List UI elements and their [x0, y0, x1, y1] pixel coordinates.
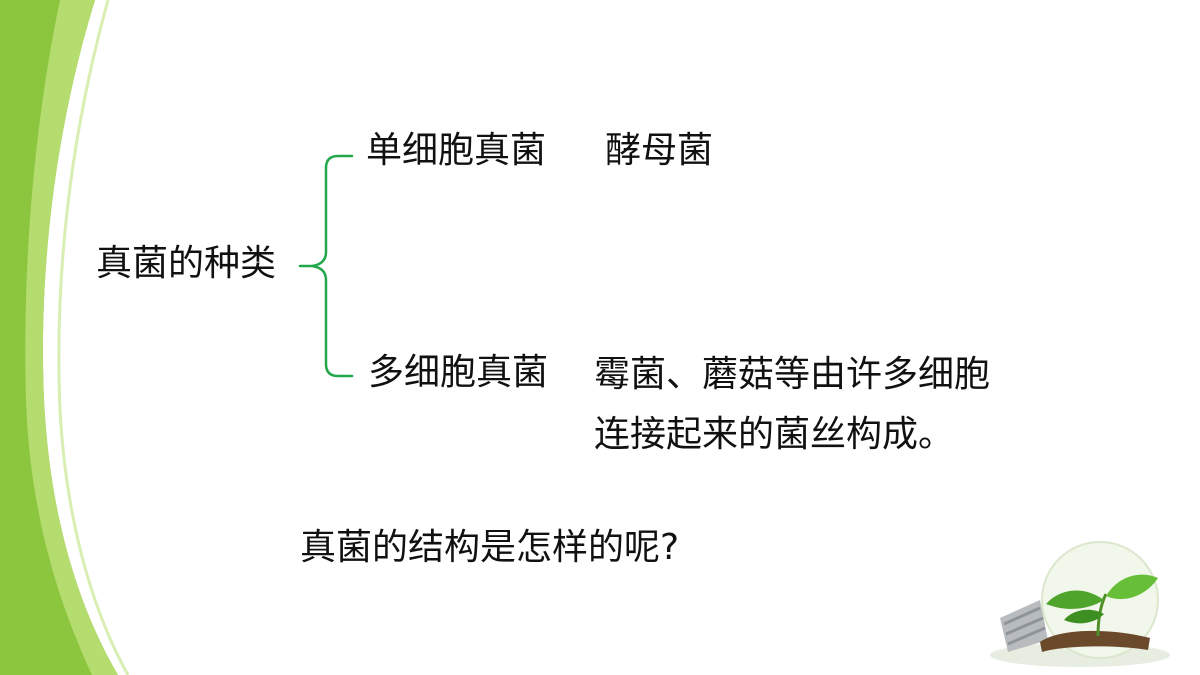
question-text: 真菌的结构是怎样的呢?	[300, 527, 680, 568]
lightbulb-sprout-icon	[990, 541, 1170, 667]
left-green-swoosh	[0, 0, 118, 675]
left-white-curve-line	[57, 0, 130, 675]
tree-bracket	[298, 154, 354, 378]
left-green-swoosh-light	[25, 0, 118, 675]
branch-desc-multicellular-line-2: 连接起来的菌丝构成。	[594, 414, 955, 455]
branch-label-unicellular: 单细胞真菌	[366, 130, 547, 171]
branch-label-multicellular: 多细胞真菌	[368, 352, 549, 393]
branch-desc-multicellular-line-1: 霉菌、蘑菇等由许多细胞	[594, 354, 991, 395]
main-topic: 真菌的种类	[96, 243, 277, 284]
branch-desc-unicellular: 酵母菌	[605, 130, 714, 171]
